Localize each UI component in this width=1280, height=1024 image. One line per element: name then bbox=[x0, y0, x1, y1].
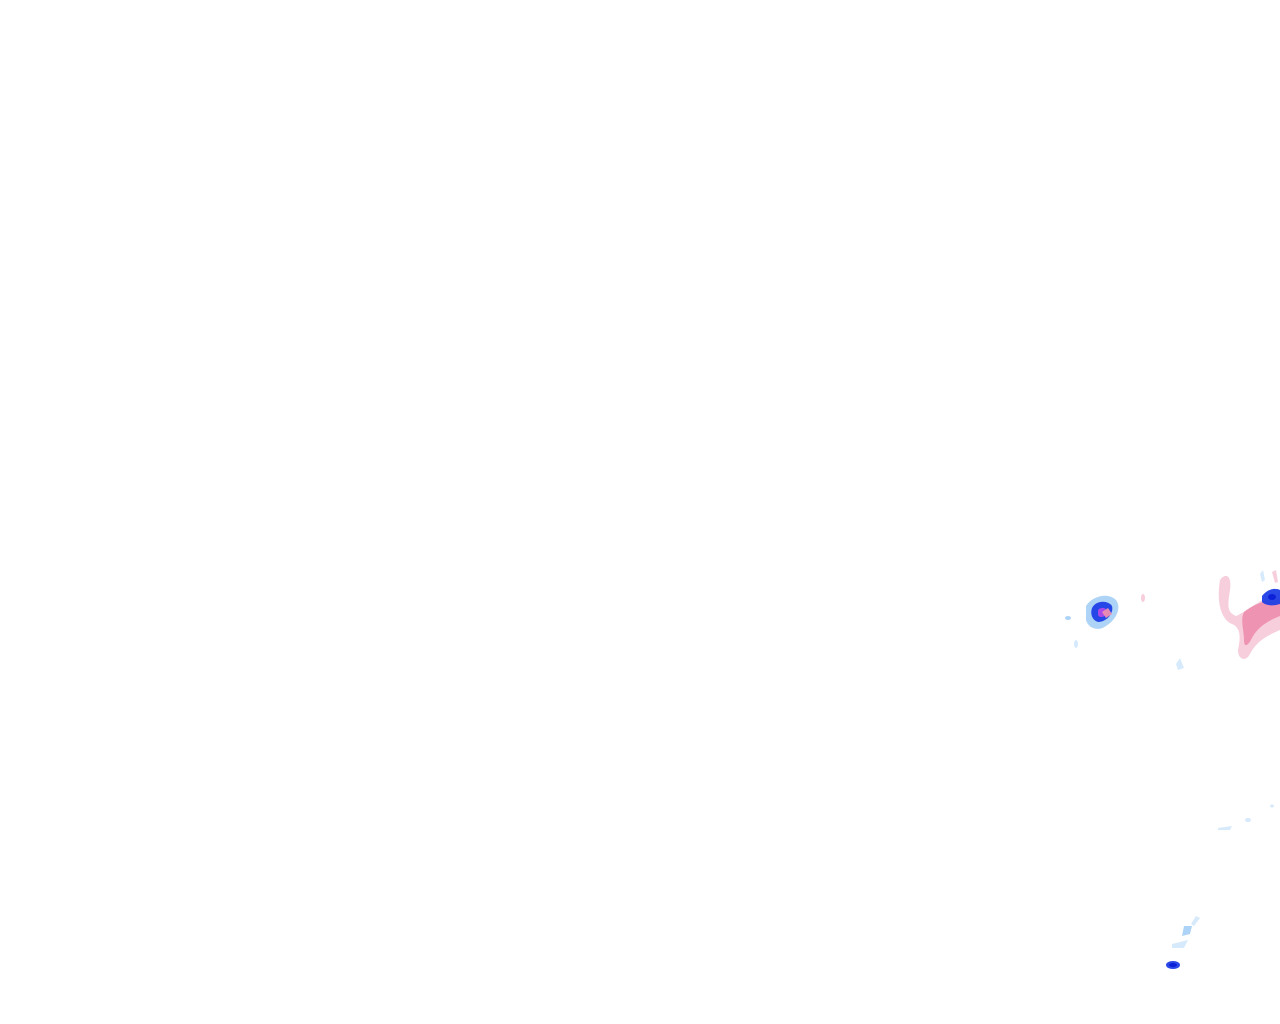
echo-core-inner bbox=[1169, 963, 1177, 967]
radar-cell-south bbox=[1166, 916, 1200, 969]
echo-speck bbox=[1141, 594, 1145, 602]
echo-streak bbox=[1260, 570, 1265, 582]
echo-speck bbox=[1176, 658, 1184, 670]
echo-speck bbox=[1270, 804, 1274, 808]
radar-cell-west bbox=[1065, 594, 1145, 648]
radar-cell-east bbox=[1176, 570, 1280, 670]
echo-streak bbox=[1191, 916, 1200, 926]
echo-speck bbox=[1245, 818, 1251, 822]
echo-speck bbox=[1218, 826, 1232, 830]
echo-streak bbox=[1182, 926, 1192, 936]
echo-speck bbox=[1074, 640, 1078, 648]
echo-speck bbox=[1065, 616, 1071, 620]
radar-specks-south bbox=[1218, 804, 1274, 830]
echo-streak bbox=[1272, 570, 1278, 583]
echo-streak bbox=[1172, 940, 1188, 948]
echo-blue-dot bbox=[1268, 594, 1276, 600]
echo-band-pink-core bbox=[1242, 598, 1280, 646]
echo-pink bbox=[1102, 608, 1112, 618]
